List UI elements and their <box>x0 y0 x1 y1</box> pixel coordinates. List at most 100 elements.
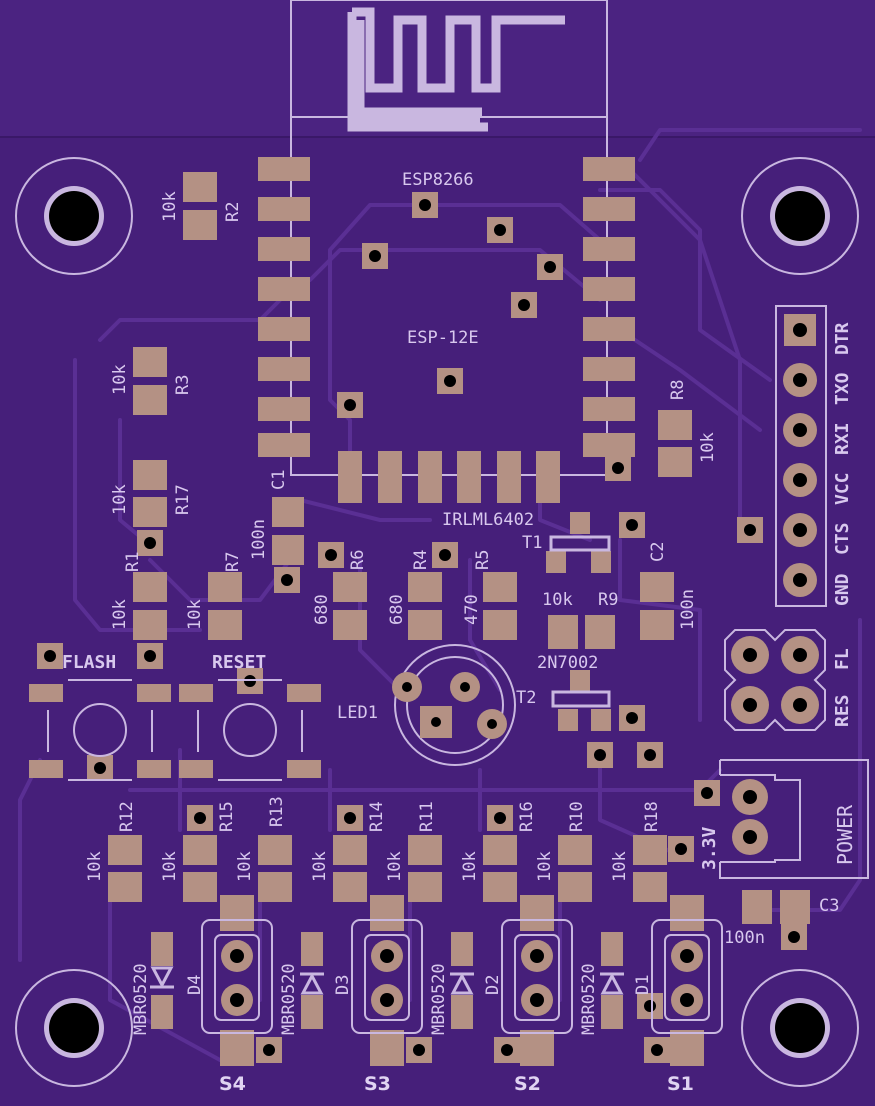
svg-text:D4: D4 <box>185 975 205 995</box>
svg-text:680: 680 <box>387 594 407 625</box>
resistor-r4: 680 R4 <box>387 550 442 640</box>
svg-text:10k: 10k <box>542 590 573 610</box>
svg-text:RESET: RESET <box>212 652 266 673</box>
capacitor-c2: C2 100n <box>640 542 698 640</box>
switch-s1: S1 <box>651 895 723 1095</box>
resistor-r11: 10k R11 <box>385 801 442 902</box>
mounting-hole-tl <box>15 157 133 275</box>
button-flash: FLASH <box>29 652 171 781</box>
svg-text:D3: D3 <box>333 975 353 995</box>
esp-pads-left <box>258 157 310 457</box>
resistor-r13: 10k R13 <box>235 796 292 902</box>
svg-text:IRLML6402: IRLML6402 <box>442 510 534 530</box>
resistor-r2: 10k R2 <box>160 172 243 240</box>
svg-text:FL: FL <box>832 648 853 670</box>
pin-label-txo: TXO <box>832 372 853 405</box>
svg-text:R3: R3 <box>173 375 193 395</box>
svg-text:R10: R10 <box>567 801 587 832</box>
svg-text:100n: 100n <box>249 519 269 560</box>
power-connector: POWER 3.3V <box>699 759 869 879</box>
resistor-r8: R8 10k <box>658 380 718 477</box>
svg-text:C2: C2 <box>648 542 668 562</box>
svg-text:MBR0520: MBR0520 <box>579 963 599 1035</box>
svg-text:R15: R15 <box>217 801 237 832</box>
capacitor-c1: C1 100n <box>249 470 304 565</box>
pin-label-cts: CTS <box>832 522 853 555</box>
svg-text:T2: T2 <box>516 688 536 708</box>
ftdi-header: DTR TXO RXI VCC CTS GND <box>775 305 853 607</box>
switch-s4: S4 <box>201 895 273 1095</box>
pin-label-vcc: VCC <box>832 472 853 505</box>
svg-text:MBR0520: MBR0520 <box>279 963 299 1035</box>
svg-text:R4: R4 <box>411 550 431 570</box>
antenna-trace <box>347 7 565 132</box>
vias <box>37 192 807 1063</box>
esp-name-label: ESP8266 <box>402 170 474 190</box>
diode-d2: D2 MBR0520 <box>429 932 503 1035</box>
resistor-r1: 10k R1 <box>110 552 167 640</box>
diode-d1: D1 MBR0520 <box>579 932 653 1035</box>
svg-text:R1: R1 <box>123 552 143 572</box>
svg-text:C1: C1 <box>269 470 289 490</box>
resistor-r16: 10k R16 <box>460 801 537 902</box>
diode-d4: D4 MBR0520 <box>131 932 205 1035</box>
svg-text:R12: R12 <box>117 801 137 832</box>
esp-pads-bottom <box>338 451 560 503</box>
diode-d3: D3 MBR0520 <box>279 932 353 1035</box>
capacitor-c3: C3 100n <box>724 890 839 948</box>
pin-label-dtr: DTR <box>832 322 853 355</box>
resistor-r6: 680 R6 <box>312 550 368 640</box>
svg-text:D2: D2 <box>483 975 503 995</box>
svg-text:100n: 100n <box>678 589 698 630</box>
svg-text:10k: 10k <box>85 851 105 882</box>
resistor-r14: 10k R14 <box>310 801 387 902</box>
svg-text:10k: 10k <box>610 851 630 882</box>
svg-text:10k: 10k <box>698 432 718 463</box>
svg-text:10k: 10k <box>110 484 130 515</box>
svg-text:D1: D1 <box>633 975 653 995</box>
svg-text:S1: S1 <box>667 1073 694 1095</box>
svg-text:470: 470 <box>462 594 482 625</box>
svg-text:10k: 10k <box>185 599 205 630</box>
resistor-r7: 10k R7 <box>185 552 243 640</box>
button-reset: RESET <box>179 652 321 781</box>
svg-text:10k: 10k <box>110 599 130 630</box>
svg-text:S4: S4 <box>219 1073 246 1095</box>
svg-text:MBR0520: MBR0520 <box>429 963 449 1035</box>
svg-text:FLASH: FLASH <box>62 652 116 673</box>
svg-text:R8: R8 <box>668 380 688 400</box>
svg-text:R17: R17 <box>173 484 193 515</box>
svg-text:10k: 10k <box>310 851 330 882</box>
mounting-hole-bl <box>15 969 133 1087</box>
esp-pads-right <box>583 157 635 457</box>
svg-text:R18: R18 <box>642 801 662 832</box>
svg-text:10k: 10k <box>460 851 480 882</box>
svg-text:R14: R14 <box>367 801 387 832</box>
pin-label-gnd: GND <box>832 573 853 606</box>
pin-label-rxi: RXI <box>832 422 853 455</box>
resistor-r9: 10k R9 <box>542 590 618 649</box>
svg-text:2N7002: 2N7002 <box>537 653 598 673</box>
resistor-r12: 10k R12 <box>85 801 142 902</box>
svg-text:T1: T1 <box>522 533 542 553</box>
switch-s2: S2 <box>501 895 573 1095</box>
svg-text:100n: 100n <box>724 928 765 948</box>
jumper-res-fl: FL RES <box>724 629 853 731</box>
svg-text:R7: R7 <box>223 552 243 572</box>
svg-text:RES: RES <box>832 694 853 727</box>
svg-text:C3: C3 <box>819 896 839 916</box>
led-led1: LED1 <box>337 644 516 766</box>
svg-text:R16: R16 <box>517 801 537 832</box>
esp-part-label: ESP-12E <box>407 328 479 348</box>
svg-text:MBR0520: MBR0520 <box>131 963 151 1035</box>
svg-text:10k: 10k <box>160 851 180 882</box>
svg-text:R5: R5 <box>473 550 493 570</box>
svg-text:R2: R2 <box>223 202 243 222</box>
svg-text:LED1: LED1 <box>337 703 378 723</box>
resistor-r3: 10k R3 <box>110 347 193 415</box>
resistor-r17: 10k R17 <box>110 460 193 527</box>
svg-text:S3: S3 <box>364 1073 391 1095</box>
svg-text:10k: 10k <box>160 191 180 222</box>
